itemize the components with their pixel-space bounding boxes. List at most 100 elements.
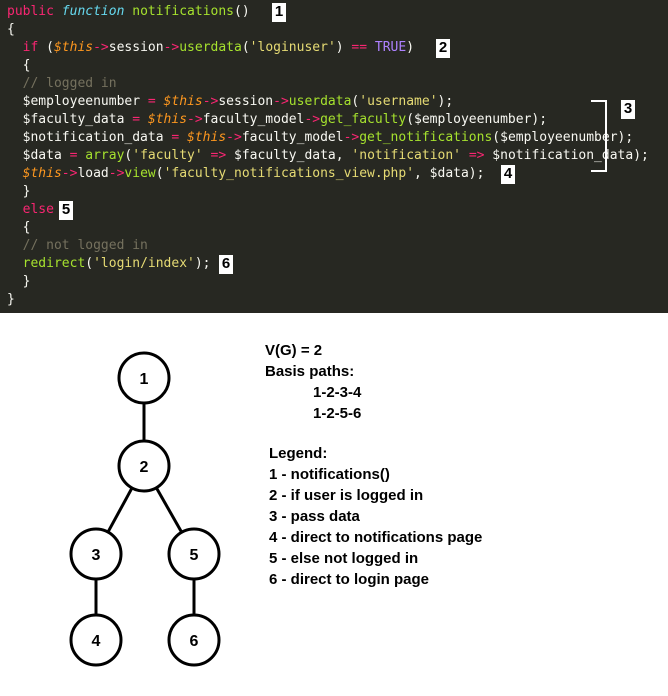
code-token: 'username': [359, 94, 438, 109]
code-token: ->: [61, 166, 78, 181]
code-token: ->: [108, 166, 125, 181]
code-token: =: [147, 94, 156, 109]
code-token: ->: [187, 112, 203, 127]
code-token: session: [108, 40, 164, 55]
code-token: }: [7, 184, 31, 199]
code-line: {: [7, 219, 31, 237]
legend-item: 6 - direct to login page: [269, 571, 430, 588]
code-token: view: [124, 166, 156, 181]
code-token: get_notifications: [359, 130, 493, 145]
code-token: );: [437, 94, 454, 109]
code-line: $employeenumber = $this->session->userda…: [7, 93, 454, 111]
code-token: ->: [273, 94, 289, 109]
legend-title: Legend:: [269, 445, 328, 462]
code-token: $employeenumber: [7, 94, 148, 109]
code-line: if ($this->session->userdata('loginuser'…: [7, 39, 414, 57]
code-token: ->: [93, 40, 109, 55]
code-line: // logged in: [7, 75, 117, 93]
code-token: {: [7, 22, 15, 37]
code-token: );: [194, 256, 211, 271]
code-token: ->: [304, 112, 321, 127]
code-token: $notification_data);: [484, 148, 649, 163]
code-token: 'notification': [351, 148, 461, 163]
code-token: [7, 166, 23, 181]
node-label: 4: [92, 633, 101, 650]
code-token: {: [7, 220, 31, 235]
code-token: {: [7, 58, 31, 73]
graph-edge-2-3: [106, 487, 134, 533]
code-line: $notification_data = $this->faculty_mode…: [7, 129, 634, 147]
legend-item: 4 - direct to notifications page: [269, 529, 483, 546]
code-token: $faculty_data: [7, 112, 133, 127]
node-label: 5: [190, 547, 199, 564]
code-line: else: [7, 201, 54, 219]
code-line: $faculty_data = $this->faculty_model->ge…: [7, 111, 547, 129]
code-token: [367, 40, 375, 55]
code-token: ==: [351, 40, 368, 55]
graph-node-6: 6: [167, 613, 221, 667]
code-token: }: [7, 274, 31, 289]
code-line: {: [7, 21, 15, 39]
graph-node-1: 1: [117, 351, 171, 405]
code-token: if: [22, 40, 39, 55]
node-label: 1: [140, 371, 149, 388]
code-line: }: [7, 183, 31, 201]
code-token: get_faculty: [320, 112, 407, 127]
legend-item: 5 - else not logged in: [269, 550, 419, 567]
code-token: $faculty_data,: [226, 148, 352, 163]
cyclomatic-complexity: V(G) = 2: [265, 342, 323, 359]
code-token: [7, 40, 23, 55]
node-circle: [69, 613, 123, 667]
code-token: [156, 94, 164, 109]
code-token: (: [85, 256, 94, 271]
code-token: =: [69, 148, 78, 163]
code-token: [140, 112, 148, 127]
legend-item: 2 - if user is logged in: [269, 487, 424, 504]
code-token: ($employeenumber);: [406, 112, 548, 127]
code-token: $notification_data: [7, 130, 172, 145]
annotation-badge-5: 5: [59, 201, 73, 220]
code-token: function: [61, 4, 133, 19]
code-token: faculty_model: [202, 112, 305, 127]
code-token: [461, 148, 469, 163]
node-label: 2: [140, 459, 149, 476]
code-token: userdata: [179, 40, 242, 55]
code-token: TRUE: [374, 40, 407, 55]
code-token: (): [234, 4, 250, 19]
annotation-badge-2: 2: [436, 39, 450, 58]
legend-item: 3 - pass data: [269, 508, 360, 525]
code-token: faculty_model: [241, 130, 344, 145]
code-panel: public function notifications() { if ($t…: [0, 0, 668, 313]
code-token: 'loginuser': [249, 40, 336, 55]
code-token: ($employeenumber);: [492, 130, 634, 145]
code-token: $this: [22, 166, 62, 181]
graph-node-2: 2: [117, 439, 171, 493]
code-token: 'faculty': [132, 148, 203, 163]
code-token: (: [241, 40, 250, 55]
basis-path: 1-2-5-6: [313, 405, 362, 422]
code-line: }: [7, 273, 31, 291]
node-circle: [117, 439, 171, 493]
code-token: (: [351, 94, 360, 109]
code-token: notifications: [132, 4, 234, 19]
code-token: $this: [187, 130, 227, 145]
code-token: array: [85, 148, 125, 163]
code-token: load: [77, 166, 109, 181]
code-token: (: [155, 166, 164, 181]
code-token: ): [335, 40, 352, 55]
code-token: // logged in: [7, 76, 117, 91]
basis-paths-title: Basis paths:: [265, 363, 355, 380]
code-token: =>: [468, 148, 485, 163]
code-token: [7, 256, 23, 271]
code-line: $this->load->view('faculty_notifications…: [7, 165, 485, 183]
node-circle: [167, 527, 221, 581]
code-line: $data = array('faculty' => $faculty_data…: [7, 147, 649, 165]
code-token: // not logged in: [7, 238, 148, 253]
node-circle: [167, 613, 221, 667]
code-token: $this: [163, 94, 203, 109]
code-token: $this: [53, 40, 94, 55]
graph-node-5: 5: [167, 527, 221, 581]
annotation-badge-6: 6: [219, 255, 233, 274]
code-token: public: [7, 4, 62, 19]
